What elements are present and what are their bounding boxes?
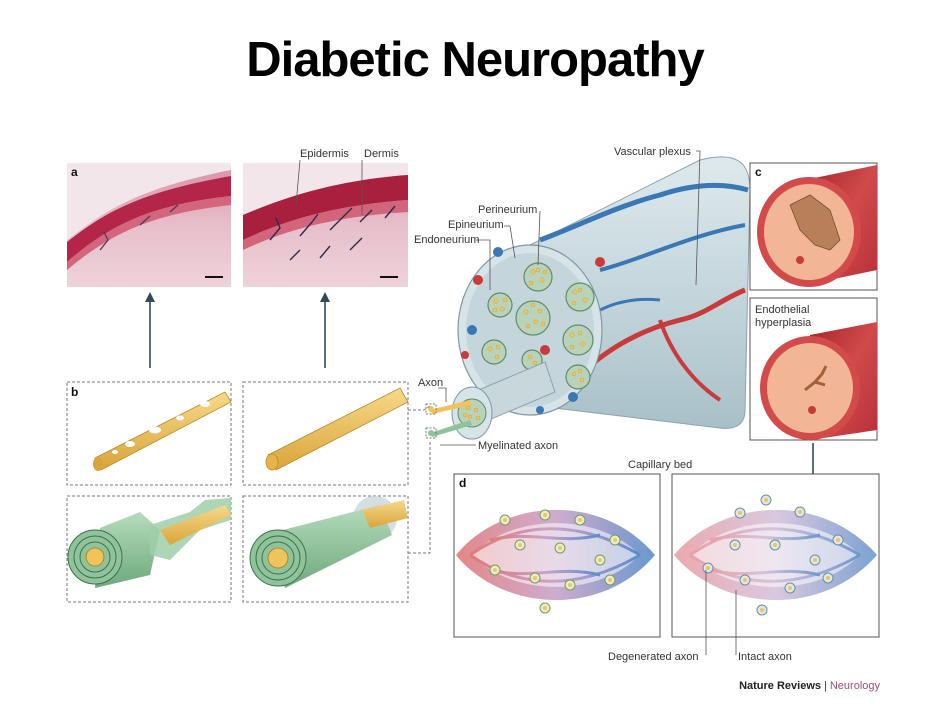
nerve-label-leaders: [438, 150, 701, 446]
panel-b-label: b: [71, 385, 78, 399]
epidermis-leader: [295, 159, 301, 206]
epidermis-label: Epidermis: [300, 148, 349, 160]
fascicle-axon-dots: [487, 267, 588, 383]
journal-separator: |: [824, 680, 827, 692]
arrow-b-to-a-left: [145, 292, 155, 368]
journal-name: Nature Reviews: [739, 680, 821, 692]
panel-a-skin-biopsy-left: [67, 163, 231, 287]
perineurium-label: Perineurium: [478, 204, 537, 216]
panel-d-label: d: [459, 476, 466, 490]
nerve-cross-section-vessels: [461, 247, 605, 414]
journal-section: Neurology: [829, 680, 880, 692]
capillary-bed-label: Capillary bed: [628, 459, 692, 471]
axon-callout-dot: [428, 406, 434, 412]
panel-a-skin-biopsy-right: [243, 163, 408, 287]
axon-label: Axon: [418, 377, 443, 389]
degenerated-axon-label: Degenerated axon: [608, 651, 699, 663]
dermis-label: Dermis: [364, 148, 399, 160]
endoneurium-label: Endoneurium: [414, 234, 479, 246]
endothelial-hyperplasia-label-line1: Endothelial: [755, 304, 809, 316]
intact-axon-label: Intact axon: [738, 651, 792, 663]
panel-c-vessel-bottom: [749, 297, 878, 441]
epineurium-label: Epineurium: [448, 219, 504, 231]
axon-callout-box: [425, 403, 437, 415]
panel-c-label: c: [755, 165, 762, 179]
peripheral-nerve-illustration: [430, 156, 751, 440]
panel-d-capillary-bed-right: [671, 473, 880, 638]
panel-c-vessel-top: [749, 162, 878, 291]
arrow-b-to-a-right: [320, 292, 330, 368]
page-title: Diabetic Neuropathy: [246, 33, 704, 87]
panel-b-myelinated-fibre-box: [242, 495, 409, 603]
panel-d-capillary-bed-left: [453, 473, 661, 638]
panel-a-label: a: [71, 165, 78, 179]
myelinated-axon-callout-dot: [428, 430, 434, 436]
vascular-plexus-label: Vascular plexus: [614, 146, 691, 158]
journal-credit: Nature Reviews|Neurology: [700, 680, 880, 692]
myelinated-axon-callout-box: [425, 427, 437, 439]
panel-d-leaders: [705, 570, 737, 655]
panel-b-connector-lines: [408, 405, 431, 554]
endothelial-hyperplasia-label-line2: hyperplasia: [755, 317, 812, 329]
panel-b-degenerated-axon-box: [66, 381, 232, 486]
panel-b-demyelinated-fibre-box: [66, 495, 232, 603]
myelinated-axon-label: Myelinated axon: [478, 440, 558, 452]
panel-b-intact-axon-box: [242, 381, 409, 486]
